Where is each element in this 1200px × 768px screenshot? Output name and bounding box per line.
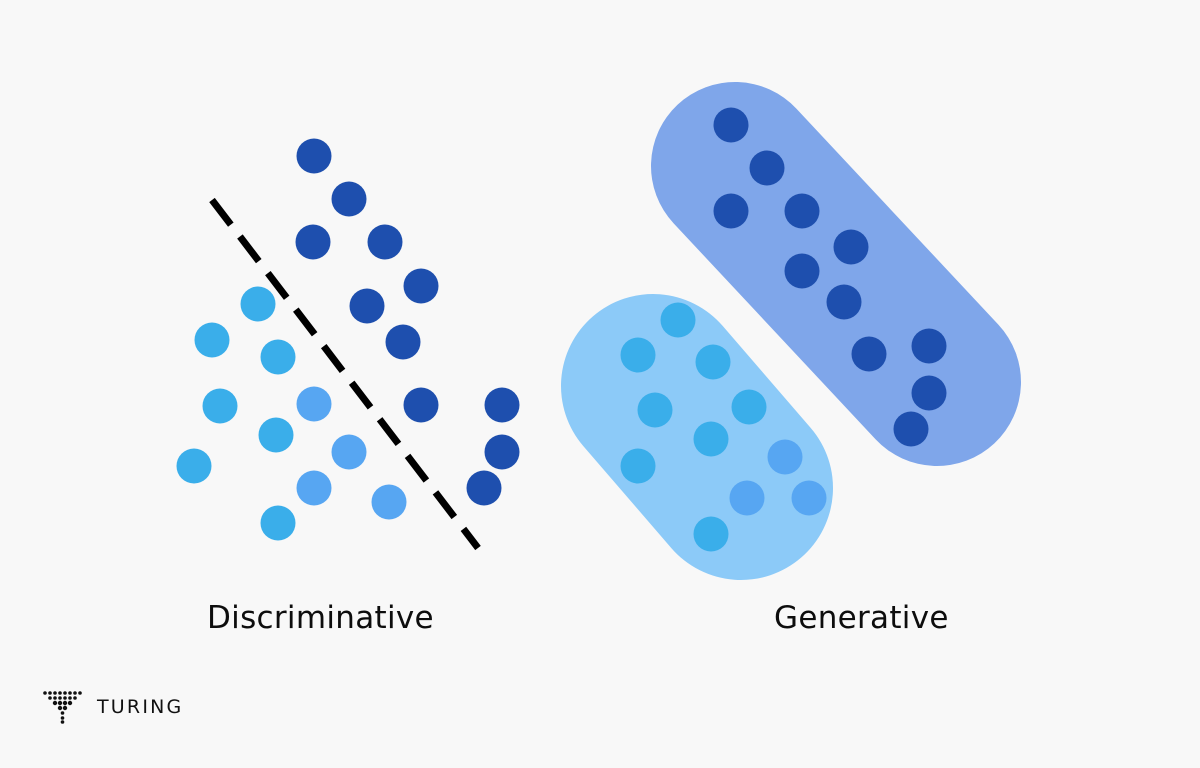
logo-dot [62, 705, 68, 711]
logo-dot [53, 696, 57, 700]
logo-dot [68, 696, 72, 700]
turing-logo-icon [43, 691, 82, 724]
logo-dot [67, 700, 73, 706]
dark-class-dot [331, 181, 367, 217]
logo-dot [48, 696, 52, 700]
logo-dot [53, 691, 57, 695]
logo-dot [73, 696, 77, 700]
dark-class-dot [713, 107, 749, 143]
light-class-dot [660, 302, 696, 338]
logo-dot [68, 691, 72, 695]
dark-class-dot [296, 138, 332, 174]
dark-class-dot [403, 268, 439, 304]
dark-class-dot [295, 224, 331, 260]
light-class-dot [637, 392, 673, 428]
logo-dot [57, 700, 63, 706]
discriminative-label: Discriminative [207, 600, 434, 636]
decision-boundary-line [209, 197, 481, 551]
dark-class-dot [833, 229, 869, 265]
logo-dot [48, 691, 52, 695]
logo-dot [60, 716, 65, 720]
logo-dot [63, 691, 67, 695]
dark-class-dot [893, 411, 929, 447]
light-class-dot [176, 448, 212, 484]
turing-brand: TURING [43, 690, 183, 724]
logo-dot [73, 691, 77, 695]
logo-dot [52, 700, 58, 706]
light-class-dot [729, 480, 765, 516]
dark-class-dot [466, 470, 502, 506]
light-class-dot [695, 344, 731, 380]
logo-dot [57, 705, 63, 711]
dark-class-dot [749, 150, 785, 186]
light-class-dot [331, 434, 367, 470]
logo-dot [60, 711, 65, 715]
dark-class-dot [713, 193, 749, 229]
dark-class-dot [484, 434, 520, 470]
light-class-dot [791, 480, 827, 516]
light-class-dot [767, 439, 803, 475]
dark-class-dot [784, 253, 820, 289]
light-class-dot [258, 417, 294, 453]
dark-class-dot [403, 387, 439, 423]
dark-class-dot [911, 328, 947, 364]
logo-dot [58, 691, 62, 695]
logo-dot [43, 691, 47, 695]
dark-class-dot [784, 193, 820, 229]
light-class-dot [194, 322, 230, 358]
logo-dot [78, 691, 82, 695]
discriminative-panel [176, 138, 520, 551]
dark-class-region [651, 82, 1022, 467]
dark-class-dot [385, 324, 421, 360]
light-class-dot [260, 339, 296, 375]
dark-class-dot [826, 284, 862, 320]
light-class-dot [620, 337, 656, 373]
light-class-dot [693, 421, 729, 457]
light-class-dot [202, 388, 238, 424]
generative-label: Generative [774, 600, 949, 636]
light-class-dot [240, 286, 276, 322]
light-class-dot [296, 470, 332, 506]
light-class-dot [260, 505, 296, 541]
generative-panel [561, 82, 1022, 581]
light-class-dot [731, 389, 767, 425]
light-class-dot [371, 484, 407, 520]
dark-class-dot [911, 375, 947, 411]
dark-class-dot [851, 336, 887, 372]
logo-dot [60, 720, 65, 724]
dark-class-dot [484, 387, 520, 423]
dark-class-dot [367, 224, 403, 260]
light-class-dot [693, 516, 729, 552]
dark-class-dot [349, 288, 385, 324]
logo-dot [62, 700, 68, 706]
logo-dot [58, 696, 62, 700]
light-class-dot [620, 448, 656, 484]
light-class-dot [296, 386, 332, 422]
brand-name: TURING [97, 696, 184, 718]
logo-dot [63, 696, 67, 700]
